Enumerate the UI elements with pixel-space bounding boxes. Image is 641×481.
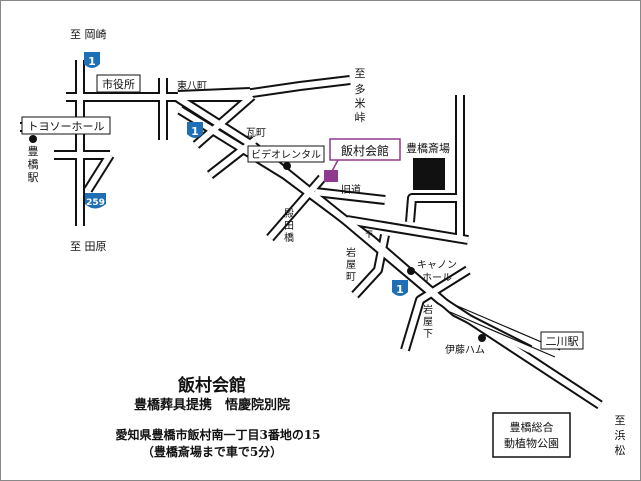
- tono-bridge-label: 殿 田 橋: [284, 208, 294, 244]
- svg-text:豊橋総合: 豊橋総合: [510, 420, 554, 434]
- svg-text:殿: 殿: [284, 208, 294, 220]
- itoham: 伊藤ハム: [445, 334, 486, 356]
- svg-text:米: 米: [355, 97, 366, 110]
- route-1-shield-south: 1: [392, 280, 408, 296]
- svg-text:豊橋斎場: 豊橋斎場: [406, 141, 450, 155]
- svg-text:動植物公園: 動植物公園: [504, 436, 559, 450]
- svg-text:峠: 峠: [355, 110, 366, 124]
- svg-text:町: 町: [346, 272, 356, 283]
- iwaya-town-label: 岩 屋 町: [346, 246, 356, 283]
- toyoso-hall: トヨソーホール: [21, 116, 111, 143]
- video-rental: ビデオレンタル: [247, 145, 325, 170]
- svg-text:屋: 屋: [423, 316, 433, 328]
- toyoso-hall-marker: [29, 135, 37, 143]
- svg-text:多: 多: [355, 82, 366, 96]
- route-259-shield: 259: [85, 193, 106, 209]
- canon-hall: キャノン ホール: [407, 260, 457, 284]
- direction-okazaki-label: 至 岡崎: [70, 27, 107, 41]
- direction-tamaki-label: 至 多 米 峠: [355, 67, 366, 124]
- svg-text:キャノン: キャノン: [417, 260, 457, 271]
- svg-text:ホール: ホール: [422, 272, 452, 284]
- svg-text:至: 至: [615, 414, 626, 427]
- svg-text:岩: 岩: [423, 303, 433, 316]
- svg-text:松: 松: [615, 443, 626, 457]
- svg-text:1: 1: [396, 283, 404, 296]
- old-road-label: 旧道: [341, 183, 361, 196]
- info-title: 飯村会館: [177, 375, 246, 396]
- route-1-shield-mid: 1: [187, 122, 203, 138]
- info-address: 愛知県豊橋市飯村南一丁目3番地の15: [115, 427, 320, 442]
- svg-text:橋: 橋: [28, 157, 39, 171]
- iwaya-shita-label: 岩 屋 下: [423, 303, 433, 340]
- svg-text:下: 下: [423, 329, 433, 340]
- info-subtitle: 豊橋葬具提携 悟慶院別院: [134, 397, 290, 413]
- post-office-mark: 〒: [364, 230, 374, 241]
- svg-text:ビデオレンタル: ビデオレンタル: [251, 148, 321, 161]
- iimura-hall-building: [324, 170, 338, 182]
- info-note: （豊橋斎場まで車で5分）: [142, 444, 282, 459]
- video-rental-marker: [283, 162, 291, 170]
- svg-text:259: 259: [86, 198, 105, 208]
- canon-hall-marker: [407, 267, 415, 275]
- svg-text:浜: 浜: [615, 429, 626, 442]
- higashi-hatcho-label: 東八町: [177, 79, 207, 92]
- toyohashi-station-label: 豊 橋 駅: [28, 145, 39, 184]
- kawaramachi-label: 瓦町: [246, 128, 266, 139]
- city-hall-label: 市役所: [96, 74, 141, 93]
- svg-text:橋: 橋: [284, 231, 294, 244]
- direction-hamamatsu-label: 至 浜 松: [615, 414, 626, 457]
- svg-text:飯村会館: 飯村会館: [341, 143, 389, 158]
- iimura-hall-marker: 飯村会館: [324, 138, 401, 182]
- svg-text:屋: 屋: [346, 259, 356, 271]
- svg-text:1: 1: [191, 125, 199, 138]
- svg-text:トヨソーホール: トヨソーホール: [28, 120, 105, 133]
- crematorium-building: [413, 158, 445, 190]
- nikawa-station: 二川駅: [540, 331, 584, 350]
- svg-text:岩: 岩: [346, 246, 356, 259]
- route-1-shield-north: 1: [84, 52, 100, 68]
- svg-text:伊藤ハム: 伊藤ハム: [445, 344, 485, 356]
- direction-tawara-label: 至 田原: [70, 240, 107, 253]
- svg-text:至: 至: [355, 67, 366, 80]
- itoham-marker: [478, 334, 486, 342]
- crematorium: 豊橋斎場: [406, 141, 450, 190]
- svg-text:田: 田: [284, 221, 294, 232]
- svg-text:駅: 駅: [28, 171, 39, 184]
- svg-text:二川駅: 二川駅: [546, 335, 579, 348]
- svg-text:市役所: 市役所: [102, 77, 135, 91]
- zoo-park: 豊橋総合 動植物公園: [492, 412, 571, 458]
- svg-text:1: 1: [88, 55, 96, 68]
- svg-text:豊: 豊: [28, 145, 39, 158]
